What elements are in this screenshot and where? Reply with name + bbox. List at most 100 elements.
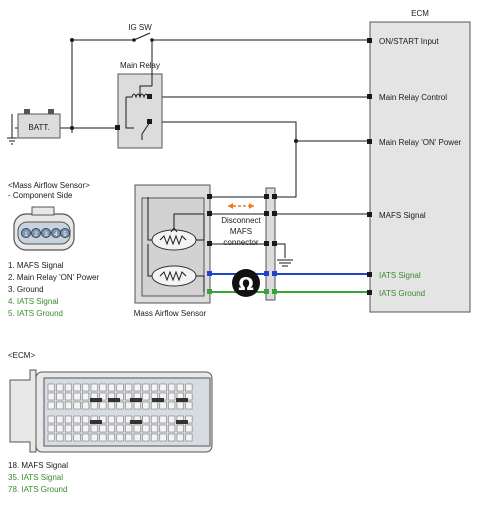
- ecm-pin-cell: [73, 383, 81, 392]
- ecm-pin-cell: [90, 383, 98, 392]
- ecm-pin-cell: [142, 424, 150, 433]
- ecm-pin-cell: [107, 415, 115, 424]
- main-relay: Main Relay: [115, 40, 163, 149]
- ecm-pin-cell: [116, 392, 124, 401]
- ecm-pin-cell: [64, 392, 72, 401]
- ecm-pin-cell: [159, 424, 167, 433]
- ecm-pin-cell: [99, 424, 107, 433]
- ecm-pin-cell: [176, 383, 184, 392]
- svg-text:3: 3: [44, 232, 48, 238]
- ecm-pin-cell: [82, 392, 90, 401]
- ecm-pin-cell: [185, 424, 193, 433]
- ecm-pin-cell: [125, 383, 133, 392]
- maf-pin-1: 1. MAFS Signal: [8, 261, 64, 270]
- ecm-pin-cell: [125, 415, 133, 424]
- ecm-pin-cell: [116, 433, 124, 442]
- ecm-pin-cell: [47, 433, 55, 442]
- main-relay-label: Main Relay: [120, 61, 160, 70]
- ecm-pin-cell: [47, 383, 55, 392]
- ecm-pin-cell: [133, 401, 141, 410]
- ecm-pin-iats-signal: IATS Signal: [379, 271, 421, 280]
- disconnect-note: Disconnect MAFS connector: [221, 203, 262, 247]
- ecm-key-slot: [130, 398, 142, 402]
- ecm-pin-cell: [159, 401, 167, 410]
- svg-text:4: 4: [54, 232, 58, 238]
- ecm-pin-cell: [150, 383, 158, 392]
- ecm-pin-cell: [99, 433, 107, 442]
- ig-switch: IG SW: [128, 23, 152, 41]
- ohmmeter: Ω: [232, 269, 260, 297]
- ecm-pin-cell: [168, 415, 176, 424]
- mafs-connector: [264, 187, 277, 301]
- ecm-pin-cell: [142, 383, 150, 392]
- maf-pin-5: 5. IATS Ground: [8, 309, 63, 318]
- ecm-pin-cell: [142, 415, 150, 424]
- ecm-pin-cell: [99, 415, 107, 424]
- ecm-pin-cell: [82, 424, 90, 433]
- svg-text:5: 5: [63, 232, 67, 238]
- ecm-pin-cell: [90, 433, 98, 442]
- ecm-pin-cell: [73, 415, 81, 424]
- ecm-component-pin-35: 35. IATS Signal: [8, 473, 63, 482]
- ecm-pin-cell: [56, 401, 64, 410]
- maf-component-title-2: - Component Side: [8, 191, 73, 200]
- ecm-pin-grid: [47, 383, 193, 442]
- ecm-pin-cell: [150, 415, 158, 424]
- maf-pin-2: 2. Main Relay 'ON' Power: [8, 273, 99, 282]
- ecm-pin-cell: [133, 424, 141, 433]
- ecm-pin-cell: [125, 392, 133, 401]
- ecm-pin-cell: [150, 424, 158, 433]
- ecm-pin-main-relay-control: Main Relay Control: [379, 93, 447, 102]
- ecm-component-pin-18: 18. MAFS Signal: [8, 461, 68, 470]
- ecm-key-slot: [90, 420, 102, 424]
- ecm-title: ECM: [411, 9, 429, 18]
- maf-component-title-1: <Mass Airflow Sensor>: [8, 181, 90, 190]
- ecm-pin-cell: [176, 424, 184, 433]
- ecm-pin-cell: [176, 401, 184, 410]
- ecm-pin-cell: [90, 424, 98, 433]
- ecm-pin-cell: [64, 415, 72, 424]
- ecm-pin-cell: [176, 433, 184, 442]
- ecm-pin-cell: [56, 424, 64, 433]
- ecm-pin-cell: [56, 415, 64, 424]
- battery-label: BATT.: [28, 123, 49, 132]
- ecm-pin-cell: [73, 424, 81, 433]
- ecm-pin-cell: [99, 401, 107, 410]
- ecm-pin-cell: [185, 433, 193, 442]
- maf-component-side: <Mass Airflow Sensor> - Component Side 1…: [8, 181, 99, 318]
- disconnect-line-2: MAFS: [230, 227, 252, 236]
- ecm-pin-cell: [116, 424, 124, 433]
- ohm-icon: Ω: [238, 274, 253, 295]
- ecm-pin-cell: [125, 401, 133, 410]
- ecm-key-slot: [130, 420, 142, 424]
- ecm-pin-cell: [47, 392, 55, 401]
- maf-pin-4: 4. IATS Signal: [8, 297, 59, 306]
- ecm-component-pin-78: 78. IATS Ground: [8, 485, 67, 494]
- disconnect-line-3: connector: [223, 238, 258, 247]
- ecm-pin-cell: [116, 401, 124, 410]
- maf-connector-pins: 1 2 3 4 5: [21, 228, 70, 238]
- ecm-pin-cell: [56, 433, 64, 442]
- ecm-key-slot: [176, 420, 188, 424]
- ecm-pin-cell: [64, 401, 72, 410]
- svg-text:1: 1: [24, 232, 28, 238]
- ecm-key-slot: [90, 398, 102, 402]
- ecm-pin-cell: [99, 383, 107, 392]
- svg-text:2: 2: [34, 232, 38, 238]
- ecm-pin-cell: [125, 433, 133, 442]
- ecm-pin-cell: [82, 415, 90, 424]
- ecm-pin-on-start: ON/START Input: [379, 37, 439, 46]
- ecm-pin-cell: [168, 433, 176, 442]
- ecm-pin-cell: [150, 401, 158, 410]
- ecm-pin-cell: [64, 383, 72, 392]
- ecm-pin-cell: [47, 415, 55, 424]
- ecm-pin-cell: [185, 401, 193, 410]
- ecm-pin-cell: [185, 392, 193, 401]
- ecm-pin-cell: [90, 401, 98, 410]
- ecm-pin-cell: [142, 433, 150, 442]
- ecm-pin-main-relay-power: Main Relay 'ON' Power: [379, 138, 462, 147]
- ecm-pin-cell: [82, 401, 90, 410]
- ecm-pin-cell: [125, 424, 133, 433]
- ecm-pin-cell: [133, 383, 141, 392]
